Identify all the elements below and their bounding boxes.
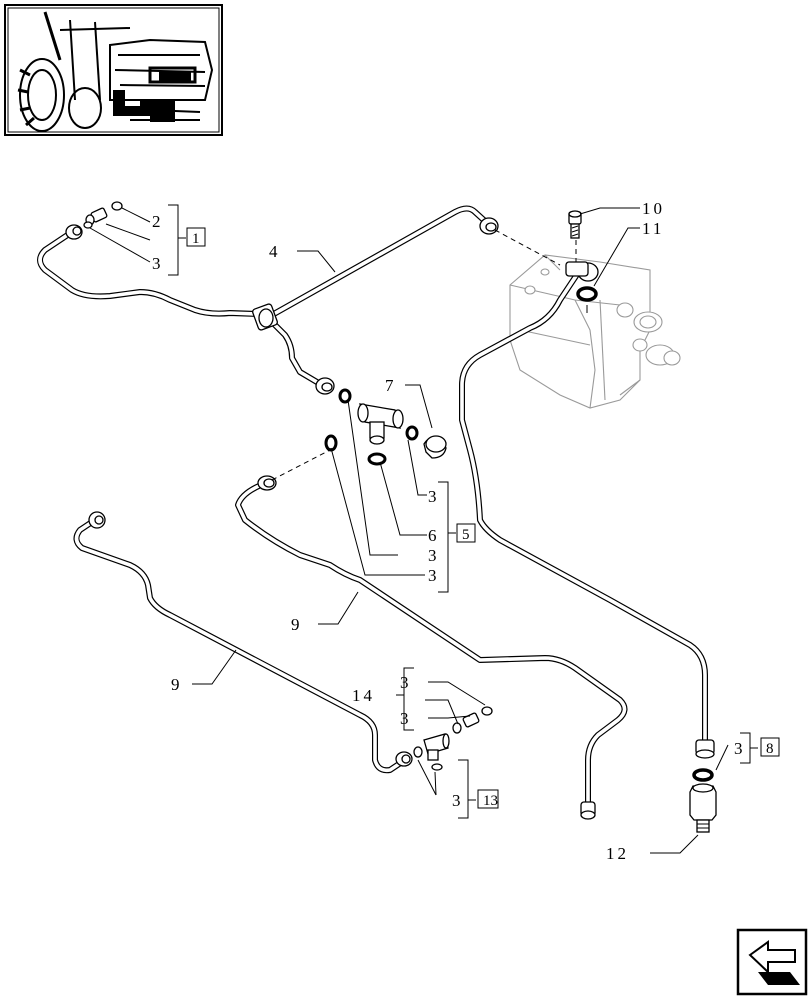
pipe-end-fitting-center (315, 377, 335, 395)
adapter-12 (689, 783, 717, 833)
callout-9: 9 (291, 615, 303, 634)
tractor-sketch (17, 11, 214, 132)
tee-union-6 (357, 403, 404, 445)
location-highlight (113, 90, 175, 122)
plug-cap-7 (423, 435, 447, 459)
svg-text:1: 1 (192, 231, 200, 247)
tractor-location-thumbnail[interactable] (4, 4, 223, 136)
bracket-group-1 (168, 204, 186, 276)
callout-11: 11 (642, 219, 664, 238)
bracket-group-14 (396, 667, 414, 731)
svg-text:5: 5 (462, 527, 470, 543)
pipe-end-fitting-right (479, 217, 499, 235)
sealing-washer-3-lower-b (431, 763, 443, 771)
pipe-9-middle-bottom-fitting (580, 801, 596, 820)
banjo-fitting (565, 261, 599, 282)
pipe-to-valve-line (459, 267, 708, 745)
sealing-washer-6 (367, 452, 387, 466)
callout-3: 3 (428, 487, 440, 506)
leader-lines (89, 207, 729, 854)
svg-text:13: 13 (483, 793, 498, 809)
callout-12: 12 (606, 844, 629, 863)
callout-4: 4 (269, 242, 281, 261)
callout-3: 3 (428, 546, 440, 565)
callout-14-prefix: 14 (352, 686, 375, 705)
callout-9: 9 (171, 675, 183, 694)
pipe-9-lower-line (73, 517, 405, 774)
callout-3: 3 (452, 791, 464, 810)
callout-7: 7 (385, 376, 397, 395)
bracket-group-8 (740, 732, 758, 764)
callout-6: 6 (428, 526, 440, 545)
pipe-9-middle-line (235, 480, 628, 811)
boxed-reference-13: 13 (477, 789, 499, 809)
callout-3: 3 (400, 709, 412, 728)
svg-text:8: 8 (766, 741, 774, 757)
bracket-group-5 (438, 481, 456, 593)
banjo-bolt-10 (568, 210, 582, 239)
control-valve-block (509, 254, 681, 409)
sealing-washer-11 (576, 286, 598, 313)
sealing-washer-3-right (692, 768, 714, 782)
callout-3: 3 (400, 673, 412, 692)
callout-3: 3 (734, 739, 746, 758)
sealing-washer-3-lower-a (413, 746, 423, 758)
boxed-reference-1: 1 (186, 227, 206, 247)
tee-union-13 (423, 733, 450, 761)
callout-labels: 2 3 4 10 11 7 3 6 3 3 9 9 14 3 3 3 3 12 (152, 199, 746, 863)
boxed-reference-8: 8 (760, 737, 780, 757)
sealing-washer-3-center-c (324, 434, 338, 452)
pipe-4-upper-line (37, 205, 489, 388)
sealing-washer-3-center-b (405, 425, 419, 441)
pipe-end-union-8 (695, 739, 715, 759)
sealing-washer-3-upper (83, 221, 93, 229)
callout-3: 3 (428, 566, 440, 585)
pipe-9-middle-end-fitting (257, 475, 277, 491)
callout-10: 10 (642, 199, 665, 218)
adapter-2 (85, 201, 123, 226)
previous-page-arrow-icon[interactable] (736, 928, 808, 996)
boxed-reference-5: 5 (456, 523, 476, 543)
pipe-9-lower-nut (395, 751, 413, 767)
bracket-group-13 (458, 759, 476, 819)
pipe-9-lower-end-fitting (88, 511, 106, 529)
tee-junction-4 (252, 303, 278, 331)
alignment-lines (271, 229, 577, 481)
callout-2: 2 (152, 212, 164, 231)
pipe-end-fitting-left (65, 224, 83, 240)
adapter-14 (452, 706, 493, 734)
callout-3: 3 (152, 254, 164, 273)
sealing-washer-3-center-a (338, 388, 352, 404)
